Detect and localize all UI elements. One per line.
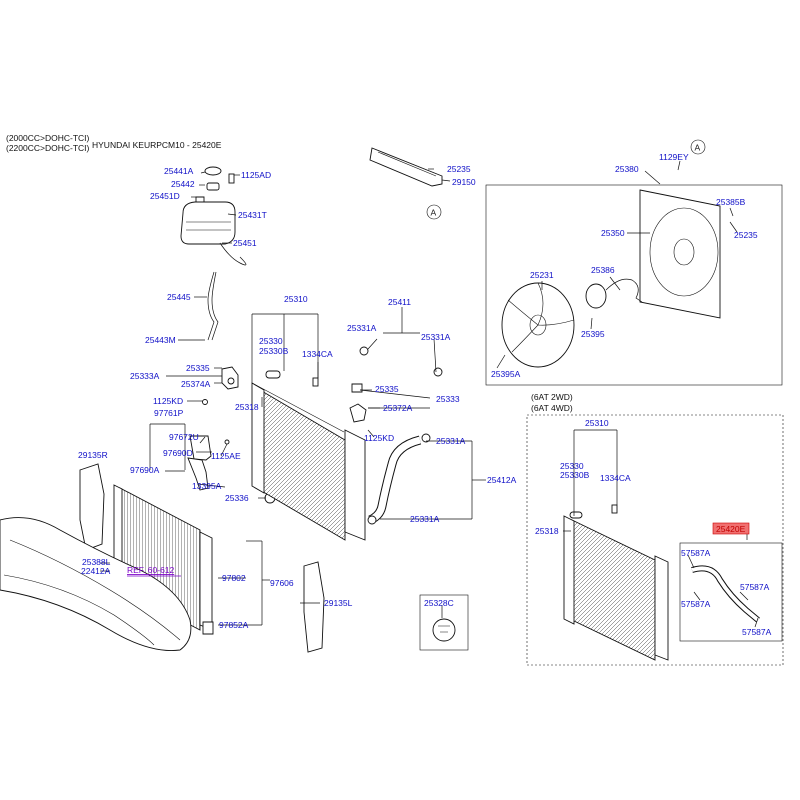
fan-motor (585, 278, 643, 309)
label-25330B-center: 25330B (259, 346, 289, 356)
label-25235-top: 25235 (447, 164, 471, 174)
part-labels: 25441A 25442 25451D 1125AD 25431T 25451 … (78, 152, 772, 637)
label-25310-right: 25310 (585, 418, 609, 428)
label-25333A: 25333A (130, 371, 160, 381)
label-1125AE: 1125AE (211, 451, 241, 461)
label-25451D: 25451D (150, 191, 180, 201)
label-97802: 97802 (222, 573, 246, 583)
label-1334CA-center: 1334CA (302, 349, 333, 359)
engine-variant-1: (2000CC>DOHC-TCI) (6, 133, 90, 143)
ref-link[interactable]: REF. 60-612 (127, 565, 175, 575)
label-25318-right: 25318 (535, 526, 559, 536)
label-13395A: 13395A (192, 481, 222, 491)
label-25395: 25395 (581, 329, 605, 339)
label-25331A-2: 25331A (421, 332, 451, 342)
variant-line-2: (6AT 4WD) (531, 403, 573, 413)
label-25380: 25380 (615, 164, 639, 174)
label-97690A: 97690A (130, 465, 160, 475)
label-57587A-4: 57587A (742, 627, 772, 637)
label-25231: 25231 (530, 270, 554, 280)
air-guard-right (79, 463, 105, 551)
label-29135R: 29135R (78, 450, 108, 460)
label-25331A-1: 25331A (347, 323, 377, 333)
label-25330B-right: 25330B (560, 470, 590, 480)
label-25395A: 25395A (491, 369, 521, 379)
label-25385B: 25385B (716, 197, 746, 207)
label-25445: 25445 (167, 292, 191, 302)
label-25386: 25386 (591, 265, 615, 275)
label-25330-center: 25330 (259, 336, 283, 346)
label-97672U: 97672U (169, 432, 199, 442)
label-25318-left: 25318 (235, 402, 259, 412)
variant-line-1: (6AT 2WD) (531, 392, 573, 402)
label-97606: 97606 (270, 578, 294, 588)
radiator-variant (563, 504, 669, 661)
highlight-box (712, 522, 750, 535)
label-1125KD-center: 1125KD (364, 433, 394, 443)
label-25235-fan: 25235 (734, 230, 758, 240)
label-25328C: 25328C (424, 598, 454, 608)
label-57587A-2: 57587A (740, 582, 770, 592)
label-25451: 25451 (233, 238, 257, 248)
cap-box (419, 594, 469, 651)
label-25372A: 25372A (383, 403, 413, 413)
label-25330-right: 25330 (560, 461, 584, 471)
label-97761P: 97761P (154, 408, 184, 418)
marker-a-left-label: A (431, 208, 437, 218)
leader-lines (100, 160, 759, 628)
diagram-title: HYUNDAI KEURPCM10 - 25420E (92, 140, 222, 150)
label-57587A-3: 57587A (681, 599, 711, 609)
label-25388L: 25388L (82, 557, 111, 567)
label-25333: 25333 (436, 394, 460, 404)
label-25310-center: 25310 (284, 294, 308, 304)
label-25331A-4: 25331A (410, 514, 440, 524)
engine-variant-2: (2200CC>DOHC-TCI) (6, 143, 90, 153)
label-29150: 29150 (452, 177, 476, 187)
label-1129EY: 1129EY (659, 152, 689, 162)
label-57587A-1: 57587A (681, 548, 711, 558)
label-25374A: 25374A (181, 379, 211, 389)
fan-blade (501, 282, 575, 368)
label-1334CA-right: 1334CA (600, 473, 631, 483)
marker-a-left (426, 204, 442, 220)
oil-cooler-box (679, 542, 783, 642)
label-25442: 25442 (171, 179, 195, 189)
variant-box (526, 414, 784, 666)
label-29135L: 29135L (324, 598, 353, 608)
label-22412A: 22412A (81, 566, 111, 576)
label-25350: 25350 (601, 228, 625, 238)
label-97690D: 97690D (163, 448, 193, 458)
label-25412A: 25412A (487, 475, 517, 485)
label-25441A: 25441A (164, 166, 194, 176)
label-25411: 25411 (388, 297, 411, 307)
air-guard-left (303, 561, 325, 653)
label-25335-left: 25335 (186, 363, 210, 373)
label-25336: 25336 (225, 493, 249, 503)
reservoir-assembly (180, 166, 247, 341)
fan-assembly-box (485, 184, 783, 386)
main-radiator (251, 370, 367, 541)
label-25331A-3: 25331A (436, 436, 466, 446)
label-25431T: 25431T (238, 210, 267, 220)
label-25335-center: 25335 (375, 384, 399, 394)
label-1125AD: 1125AD (241, 170, 271, 180)
marker-a-right (690, 139, 706, 155)
fan-shroud (639, 189, 721, 319)
label-25420E[interactable]: 25420E (716, 524, 746, 534)
front-end-module (0, 517, 192, 651)
label-25443M: 25443M (145, 335, 176, 345)
label-1125KD-left: 1125KD (153, 396, 183, 406)
label-97852A: 97852A (219, 620, 249, 630)
marker-a-right-label: A (695, 143, 701, 153)
